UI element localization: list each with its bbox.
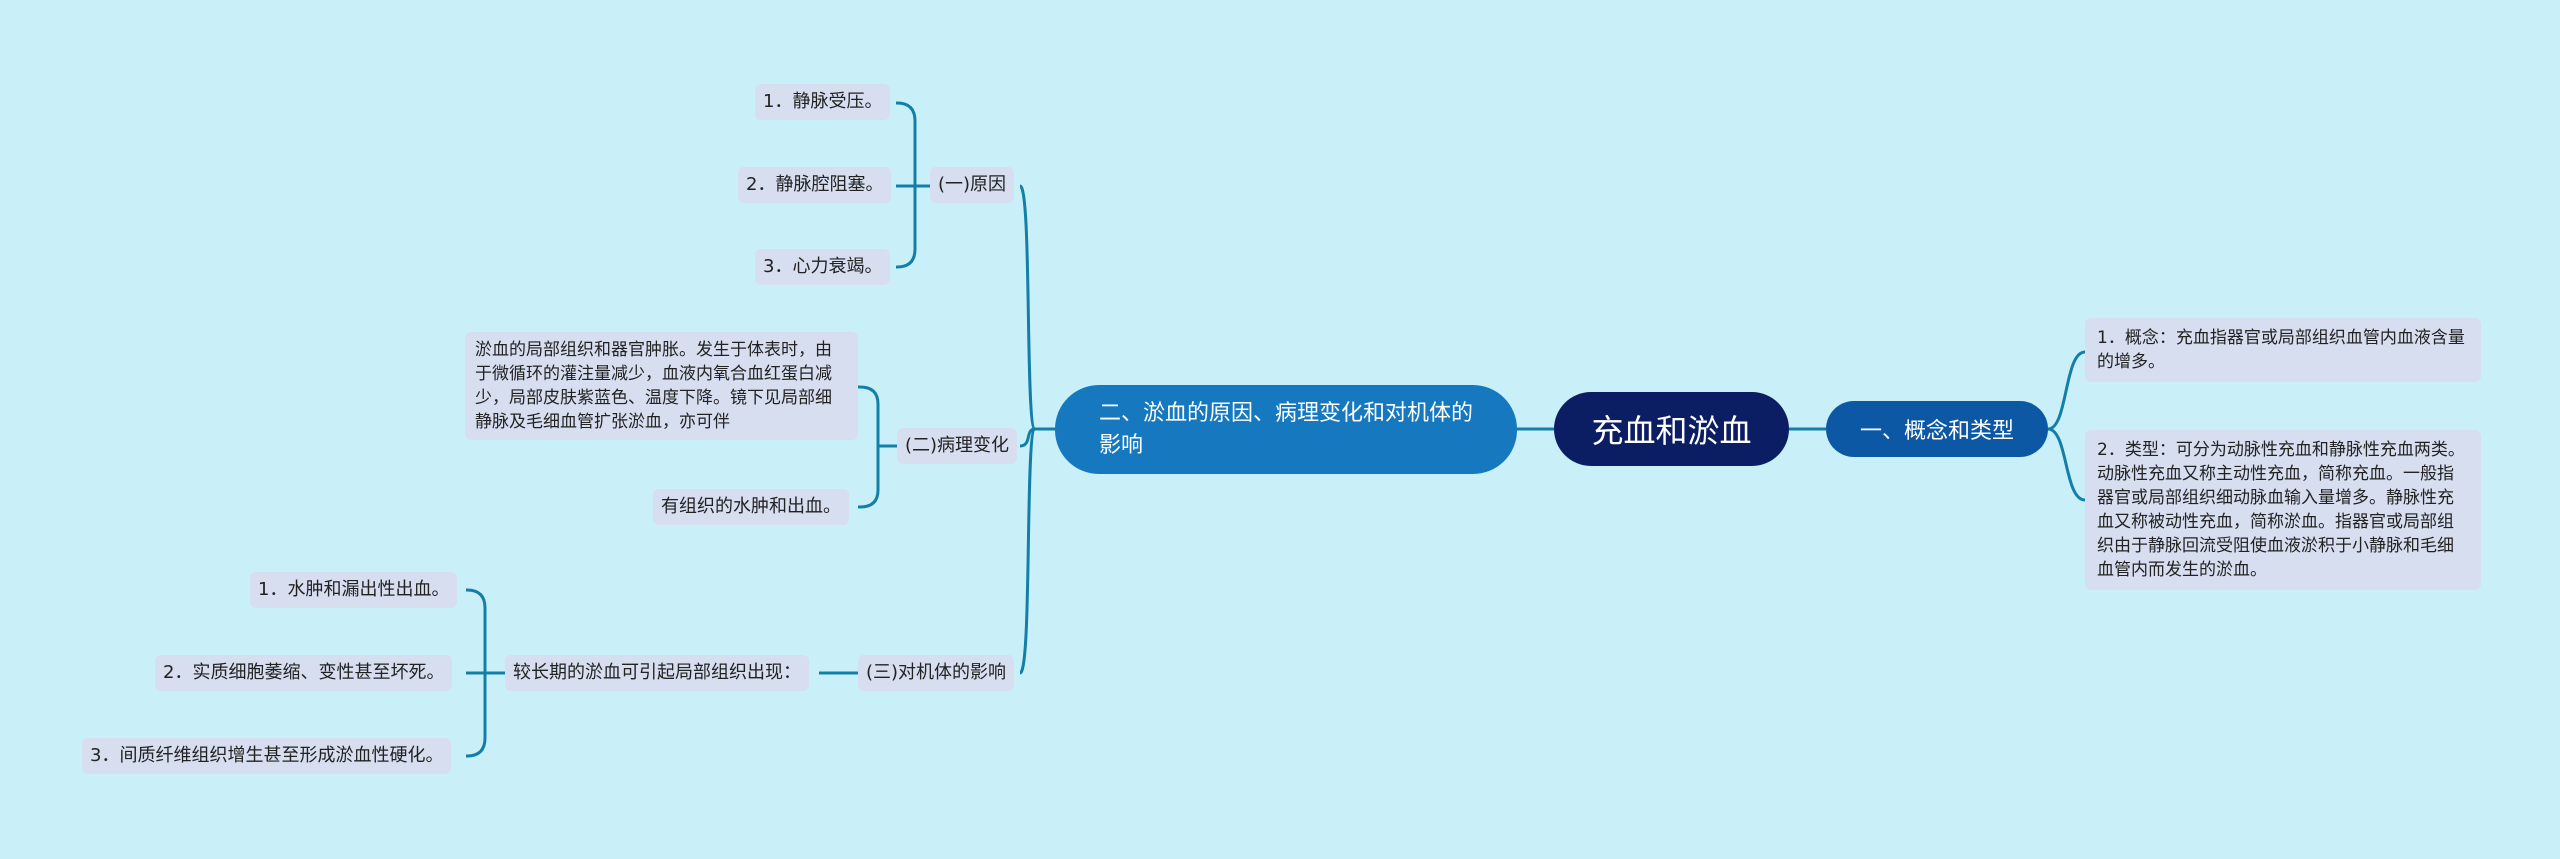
sub-effects-long-term[interactable]: 较长期的淤血可引起局部组织出现： — [505, 655, 809, 691]
root-topic[interactable]: 充血和淤血 — [1554, 392, 1789, 466]
sub-branch-effects[interactable]: (三)对机体的影响 — [858, 655, 1015, 691]
leaf-pathology-edema[interactable]: 有组织的水肿和出血。 — [653, 489, 849, 525]
connector-branch2-subs — [1018, 184, 1055, 675]
leaf-effect-2[interactable]: 2．实质细胞萎缩、变性甚至坏死。 — [155, 655, 453, 691]
leaf-effect-1[interactable]: 1．水肿和漏出性出血。 — [250, 572, 458, 608]
leaf-cause-2[interactable]: 2．静脉腔阻塞。 — [738, 167, 892, 203]
leaf-pathology-description[interactable]: 淤血的局部组织和器官肿胀。发生于体表时，由于微循环的灌注量减少，血液内氧合血红蛋… — [465, 332, 858, 440]
leaf-cause-3[interactable]: 3．心力衰竭。 — [755, 249, 891, 285]
connector-pathology-leaves — [858, 385, 897, 509]
leaf-cause-1[interactable]: 1．静脉受压。 — [755, 84, 891, 120]
sub-branch-pathology[interactable]: (二)病理变化 — [897, 428, 1018, 464]
connector-sub-leaves — [466, 588, 505, 758]
sub-branch-causes[interactable]: (一)原因 — [930, 167, 1015, 203]
branch2-label: 二、淤血的原因、病理变化和对机体的影响 — [1099, 400, 1474, 458]
leaf-types[interactable]: 2．类型：可分为动脉性充血和静脉性充血两类。动脉性充血又称主动性充血，简称充血。… — [2085, 430, 2481, 590]
connector-branch1-leaves — [2047, 350, 2086, 502]
connector-causes-leaves — [896, 101, 930, 269]
leaf-concept[interactable]: 1．概念：充血指器官或局部组织血管内血液含量的增多。 — [2085, 318, 2481, 382]
branch-causes-pathology-effects[interactable]: 二、淤血的原因、病理变化和对机体的影响 — [1055, 385, 1517, 474]
leaf-effect-3[interactable]: 3．间质纤维组织增生甚至形成淤血性硬化。 — [82, 738, 452, 774]
branch-concepts-types[interactable]: 一、概念和类型 — [1826, 401, 2048, 457]
